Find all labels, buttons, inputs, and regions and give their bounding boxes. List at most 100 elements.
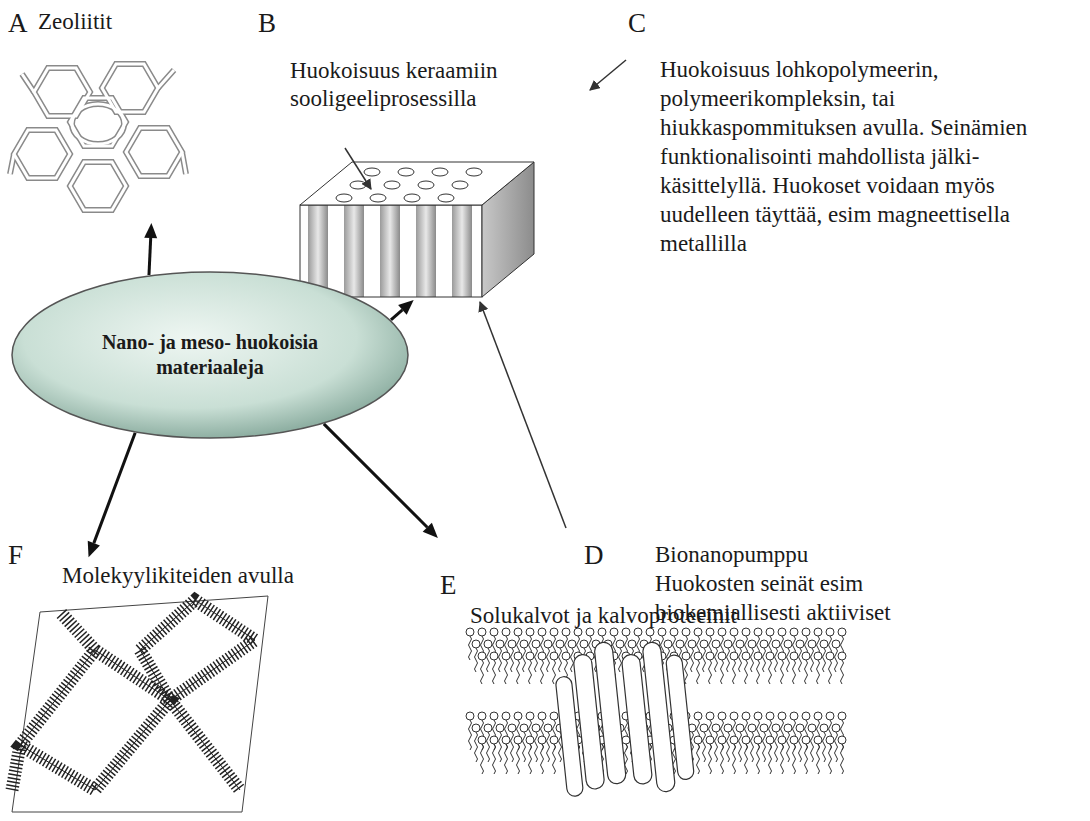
lipid-head: [742, 736, 750, 744]
lipid-head: [760, 724, 768, 732]
drawing-part: [126, 128, 182, 176]
lipid-head: [478, 712, 486, 720]
lipid-head: [502, 652, 510, 660]
lipid-head: [826, 628, 834, 636]
lipid-head: [526, 652, 534, 660]
lipid-head: [784, 724, 792, 732]
lipid-head: [718, 628, 726, 636]
node-heading: Nano- ja meso- huokoisia materiaaleja: [100, 330, 320, 380]
drawing-part: [14, 130, 70, 178]
lipid-tail: [733, 660, 736, 684]
lipid-head: [610, 628, 618, 636]
lipid-head: [508, 724, 516, 732]
lipid-tail: [511, 648, 514, 672]
lipid-tail: [841, 744, 844, 774]
lipid-head: [658, 628, 666, 636]
lipid-head: [478, 652, 486, 660]
lipid-tail: [499, 648, 502, 672]
lipid-tail: [721, 660, 724, 684]
lipid-head: [490, 736, 498, 744]
pore: [398, 168, 414, 176]
cell-membrane: [466, 628, 846, 802]
lipid-tail: [541, 744, 544, 774]
drawing-part: [20, 600, 255, 790]
lipid-tail: [757, 660, 760, 684]
lipid-head: [802, 712, 810, 720]
lipid-head: [742, 712, 750, 720]
lipid-tail: [763, 648, 766, 672]
zeolite-structure: [10, 64, 186, 210]
connector-arrow: [94, 433, 135, 543]
lipid-head: [568, 640, 576, 648]
lipid-head: [826, 736, 834, 744]
drawing-part: [665, 654, 694, 780]
material-ellipse: Nano- ja meso- huokoisia materiaaleja: [10, 270, 410, 440]
lipid-tail: [709, 660, 712, 684]
lipid-head: [598, 628, 606, 636]
callout-letter: F: [8, 540, 23, 570]
ellipse-outline: [10, 270, 410, 440]
lipid-head: [754, 736, 762, 744]
lipid-head: [616, 640, 624, 648]
lipid-tail: [619, 648, 622, 672]
lipid-tail: [781, 744, 784, 774]
lipid-head: [760, 640, 768, 648]
lipid-head: [784, 640, 792, 648]
arrow-head: [398, 300, 414, 315]
lipid-tail: [469, 720, 472, 750]
arrow-head: [423, 523, 438, 538]
drawing-part: [300, 162, 534, 205]
node-heading: Zeoliitit: [38, 8, 112, 36]
drawing-part: [345, 148, 371, 189]
lipid-head: [676, 640, 684, 648]
drawing-part: [70, 162, 126, 210]
lipid-tail: [751, 648, 754, 672]
lipid-tail: [817, 660, 820, 684]
lipid-head: [502, 628, 510, 636]
lipid-tail: [475, 732, 478, 762]
lipid-head: [778, 736, 786, 744]
lipid-head: [520, 724, 528, 732]
lipid-head: [820, 724, 828, 732]
lipid-head: [466, 712, 474, 720]
lipid-tail: [727, 648, 730, 672]
lipid-head: [580, 640, 588, 648]
drawing-part: [70, 162, 126, 210]
lipid-head: [748, 640, 756, 648]
lipid-head: [790, 628, 798, 636]
lipid-head: [766, 736, 774, 744]
lipid-head: [832, 724, 840, 732]
lipid-tail: [547, 732, 550, 762]
lipid-head: [790, 652, 798, 660]
lipid-tail: [541, 660, 544, 684]
lipid-head: [718, 736, 726, 744]
lipid-tail: [571, 648, 574, 672]
lipid-head: [796, 724, 804, 732]
lipid-head: [550, 712, 558, 720]
lipid-head: [574, 628, 582, 636]
lipid-head: [754, 652, 762, 660]
lipid-tail: [799, 648, 802, 672]
lipid-head: [832, 640, 840, 648]
lipid-head: [682, 652, 690, 660]
lipid-head: [778, 652, 786, 660]
lipid-tail: [763, 732, 766, 762]
lipid-head: [526, 736, 534, 744]
lipid-tail: [823, 732, 826, 762]
lipid-head: [802, 652, 810, 660]
ellipse-shape: [12, 272, 408, 438]
lipid-tail: [787, 648, 790, 672]
drawing-part: [70, 98, 126, 146]
lipid-tail: [841, 660, 844, 684]
lipid-tail: [703, 648, 706, 672]
lipid-head: [520, 640, 528, 648]
lipid-head: [766, 712, 774, 720]
lipid-head: [724, 640, 732, 648]
ceramic-node: Huokoisuus keraamiin sooligeeliprosessil…: [288, 55, 538, 298]
lipid-tail: [739, 732, 742, 762]
lipid-head: [754, 712, 762, 720]
drawing-part: [300, 205, 482, 297]
lipid-head: [742, 628, 750, 636]
pore: [370, 194, 386, 202]
lipid-tail: [835, 648, 838, 672]
